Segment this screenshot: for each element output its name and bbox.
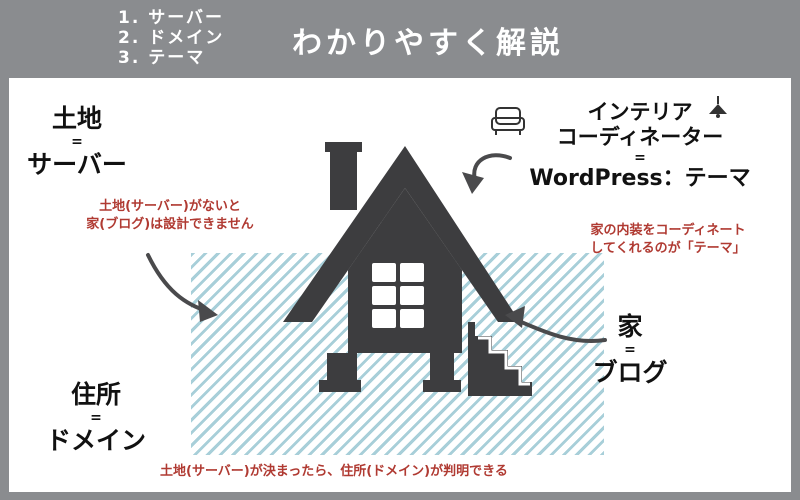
stairs-edge	[478, 336, 530, 386]
arrowhead-land	[198, 300, 218, 322]
land-note-line: 土地(サーバー)がないと	[99, 199, 241, 214]
house-target: ブログ	[592, 358, 668, 387]
step-list: 1. サーバー 2. ドメイン 3. テーマ	[118, 8, 224, 68]
interior-note-line: 家の内装をコーディネート	[590, 223, 746, 238]
interior-note-line: してくれるのが「テーマ」	[590, 241, 746, 256]
land-note-line: 家(ブログ)は設計できません	[86, 217, 254, 232]
interior-line: コーディネーター	[556, 125, 724, 149]
address-target: ドメイン	[45, 426, 146, 455]
house-equals: =	[624, 342, 636, 358]
step-item: 3. テーマ	[118, 48, 206, 68]
page-title: わかりやすく解説	[292, 26, 564, 61]
land-label: 土地 = サーバー	[22, 104, 132, 180]
interior-equals: =	[634, 150, 646, 166]
land-name: 土地	[51, 104, 102, 133]
interior-target: WordPress：テーマ	[529, 166, 751, 191]
land-note: 土地(サーバー)がないと 家(ブログ)は設計できません	[60, 198, 280, 234]
step-item: 2. ドメイン	[118, 28, 225, 48]
address-label: 住所 = ドメイン	[36, 380, 156, 456]
house-label: 家 = ブログ	[590, 312, 670, 388]
arrowhead-roof	[462, 172, 484, 194]
sofa-icon	[491, 107, 525, 135]
bottom-note: 土地(サーバー)が決まったら、住所(ドメイン)が判明できる	[160, 464, 508, 479]
land-target: サーバー	[27, 150, 127, 179]
land-equals: =	[71, 134, 83, 150]
header-bar: 1. サーバー 2. ドメイン 3. テーマ わかりやすく解説	[0, 0, 800, 78]
interior-label: インテリア コーディネーター = WordPress：テーマ	[505, 100, 775, 191]
interior-note: 家の内装をコーディネート してくれるのが「テーマ」	[568, 222, 768, 258]
arrow-to-roof	[472, 153, 512, 182]
arrowhead-stairs	[505, 306, 525, 328]
step-item: 1. サーバー	[118, 8, 225, 28]
house-name: 家	[617, 312, 643, 341]
address-name: 住所	[70, 380, 121, 409]
ceiling-lamp-icon	[709, 96, 727, 118]
interior-line: インテリア	[587, 100, 693, 124]
house-window	[372, 263, 424, 328]
address-equals: =	[90, 410, 102, 426]
